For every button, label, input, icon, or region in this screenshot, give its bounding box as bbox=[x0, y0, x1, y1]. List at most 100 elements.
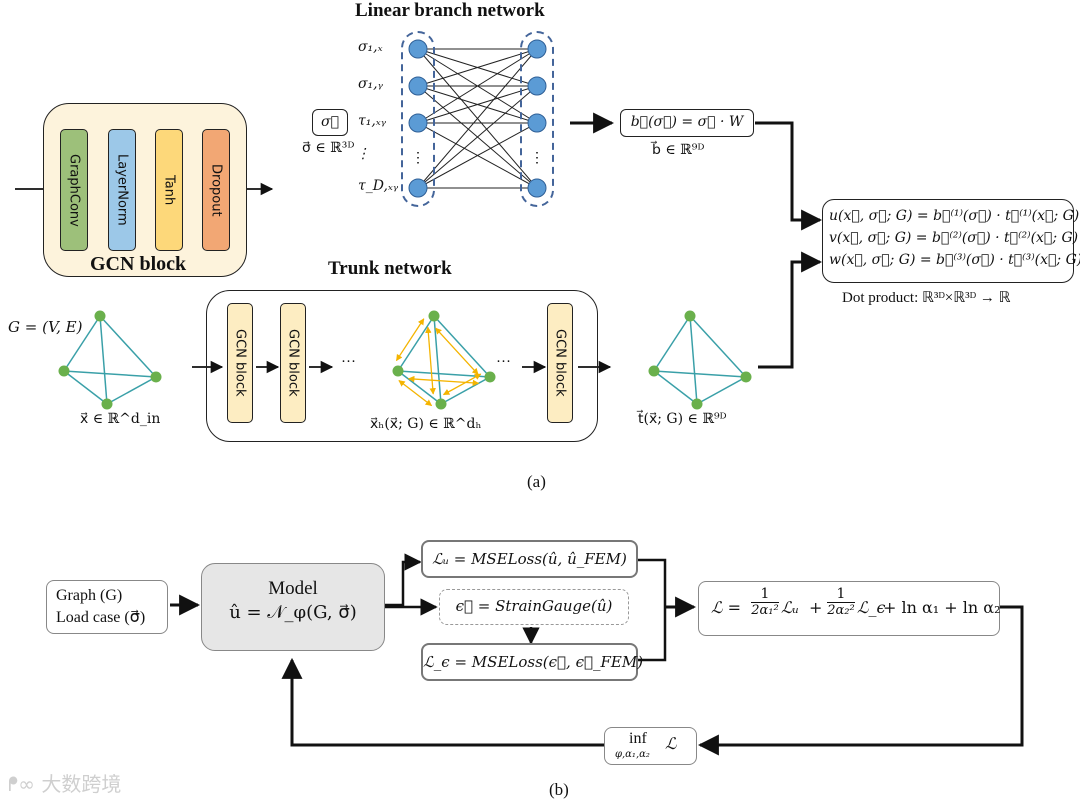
input-graph-edge bbox=[99, 315, 157, 378]
gcn-layer-graphconv: GraphConv bbox=[60, 129, 88, 251]
input-graph-edge bbox=[106, 376, 157, 405]
gcn-layer-dropout: Dropout bbox=[202, 129, 230, 251]
trunk-gcn-block-1: GCN block bbox=[227, 303, 253, 423]
hidden-graph-node bbox=[484, 371, 496, 383]
input-layer-group bbox=[401, 31, 435, 207]
t-to-output-arrow bbox=[758, 251, 823, 369]
message-arrow bbox=[435, 327, 479, 375]
frac-1: 1 2α₁² bbox=[751, 586, 779, 618]
branch-input-label: σ₁,ₓ bbox=[358, 39, 383, 55]
term-1: ℒᵤ bbox=[781, 598, 799, 617]
model-box: Model û = 𝒩_φ(G, σ⃗) bbox=[201, 563, 385, 651]
output-graph-node bbox=[691, 398, 703, 410]
trunk-output-space: t⃗(x⃗; G) ∈ ℝ⁹ᴰ bbox=[638, 411, 727, 427]
output-graph-edge bbox=[696, 376, 747, 405]
inf-sub: φ,α₁,α₂ bbox=[615, 749, 650, 760]
strain-gauge-box: ϵ⃗ = StrainGauge(û) bbox=[439, 589, 629, 625]
block-label: GCN block bbox=[232, 329, 248, 397]
input-load-case: Load case (σ⃗) bbox=[56, 609, 146, 626]
input-graph-edge bbox=[99, 315, 108, 405]
block-label: GCN block bbox=[552, 329, 568, 397]
output-layer-group bbox=[520, 31, 554, 207]
caption-b: (b) bbox=[549, 780, 569, 799]
input-node bbox=[408, 113, 428, 133]
gcn-layer-tanh: Tanh bbox=[155, 129, 183, 251]
loss-eps: ℒ_ϵ = MSELoss(ϵ⃗, ϵ⃗_FEM) bbox=[423, 653, 644, 671]
b-formula-box: b⃗(σ⃗) = σ⃗ · W bbox=[620, 109, 754, 137]
loss-merge-line bbox=[638, 558, 667, 662]
frac-2: 1 2α₂² bbox=[827, 586, 855, 618]
sigma-space: σ⃗ ∈ ℝ³ᴰ bbox=[302, 140, 355, 156]
model-title: Model bbox=[268, 578, 318, 599]
input-node bbox=[408, 76, 428, 96]
trunk-gcn-block-2: GCN block bbox=[280, 303, 306, 423]
branch-input-label: ⋮ bbox=[356, 146, 370, 162]
frac2-num: 1 bbox=[827, 586, 855, 603]
b-formula: b⃗(σ⃗) = σ⃗ · W bbox=[630, 114, 744, 130]
b-space: b⃗ ∈ ℝ⁹ᴰ bbox=[652, 142, 705, 158]
loss-eps-box: ℒ_ϵ = MSELoss(ϵ⃗, ϵ⃗_FEM) bbox=[421, 643, 644, 681]
message-arrow bbox=[442, 373, 482, 396]
trunk-gcn-block-n: GCN block bbox=[547, 303, 573, 423]
trunk-panel bbox=[206, 290, 598, 442]
graph-label: G = (V, E) bbox=[8, 318, 83, 336]
output-graph-edge bbox=[689, 315, 747, 378]
output-node bbox=[527, 76, 547, 96]
branch-network-graph: ⋮⋮ bbox=[401, 31, 554, 207]
output-graph-edge bbox=[653, 370, 698, 405]
input-node bbox=[408, 178, 428, 198]
eq-v: v(x⃗, σ⃗; G) = b⃗⁽²⁾(σ⃗) · t⃗⁽²⁾(x⃗; G) bbox=[829, 230, 1079, 246]
plus: + bbox=[809, 598, 823, 617]
gcn-layer-label: GraphConv bbox=[66, 153, 82, 227]
input-graph-node bbox=[150, 371, 162, 383]
connection-line bbox=[417, 48, 538, 124]
watermark: ᖰ∞ 大数跨境 bbox=[8, 768, 121, 797]
caption-a: (a) bbox=[527, 472, 546, 491]
output-graph-edge bbox=[689, 315, 698, 405]
node-ellipsis: ⋮ bbox=[411, 150, 425, 166]
hidden-graph-node bbox=[435, 398, 447, 410]
hidden-graph-node bbox=[392, 365, 404, 377]
sigma-input-box: σ⃗ bbox=[312, 109, 348, 136]
watermark-logo-icon: ᖰ∞ bbox=[8, 772, 42, 796]
trunk-title: Trunk network bbox=[328, 258, 452, 279]
block-label: GCN block bbox=[285, 329, 301, 397]
hidden-space: x⃗ₕ(x⃗; G) ∈ ℝ^dₕ bbox=[370, 416, 482, 432]
connection-line bbox=[417, 48, 538, 87]
model-to-lossu-arrow bbox=[385, 553, 422, 607]
output-node bbox=[527, 178, 547, 198]
frac2-den: 2α₂² bbox=[827, 603, 855, 618]
sigma-symbol: σ⃗ bbox=[321, 114, 339, 130]
eq-w: w(x⃗, σ⃗; G) = b⃗⁽³⁾(σ⃗) · t⃗⁽³⁾(x⃗; G) bbox=[829, 252, 1080, 268]
input-node bbox=[408, 39, 428, 59]
output-graph-node bbox=[740, 371, 752, 383]
gcn-block-title: GCN block bbox=[90, 253, 187, 275]
b-to-output-arrow bbox=[755, 121, 823, 231]
gcn-layer-layernorm: LayerNorm bbox=[108, 129, 136, 251]
loss-lhs: ℒ = bbox=[711, 598, 742, 617]
connection-line bbox=[417, 122, 538, 189]
strain-gauge: ϵ⃗ = StrainGauge(û) bbox=[455, 597, 613, 615]
connection-line bbox=[417, 85, 538, 189]
hidden-graph-node bbox=[428, 310, 440, 322]
gcn-layer-label: Dropout bbox=[208, 163, 224, 217]
ellipsis-2: ··· bbox=[496, 354, 511, 370]
branch-input-label: τ₁,ₓᵧ bbox=[358, 113, 387, 129]
branch-title: Linear branch network bbox=[355, 0, 545, 21]
inf-arg: ℒ bbox=[665, 734, 677, 753]
output-graph-node bbox=[684, 310, 696, 322]
input-graph-node bbox=[58, 365, 70, 377]
node-ellipsis: ⋮ bbox=[530, 150, 544, 166]
connection-line bbox=[417, 48, 538, 189]
output-equations-box: u(x⃗, σ⃗; G) = b⃗⁽¹⁾(σ⃗) · t⃗⁽¹⁾(x⃗; G) … bbox=[822, 199, 1080, 283]
input-graph-edge bbox=[63, 370, 108, 405]
input-space: x⃗ ∈ ℝ^d_in bbox=[80, 411, 161, 427]
watermark-text: 大数跨境 bbox=[41, 772, 122, 796]
connection-line bbox=[417, 85, 538, 124]
input-graph-node bbox=[94, 310, 106, 322]
loss-u-box: ℒᵤ = MSELoss(û, û_FEM) bbox=[421, 540, 638, 578]
ellipsis-1: ··· bbox=[341, 354, 356, 370]
branch-input-label: τ_D,ₓᵧ bbox=[358, 178, 399, 194]
message-arrow bbox=[395, 318, 425, 362]
output-graph-edge bbox=[653, 370, 747, 378]
